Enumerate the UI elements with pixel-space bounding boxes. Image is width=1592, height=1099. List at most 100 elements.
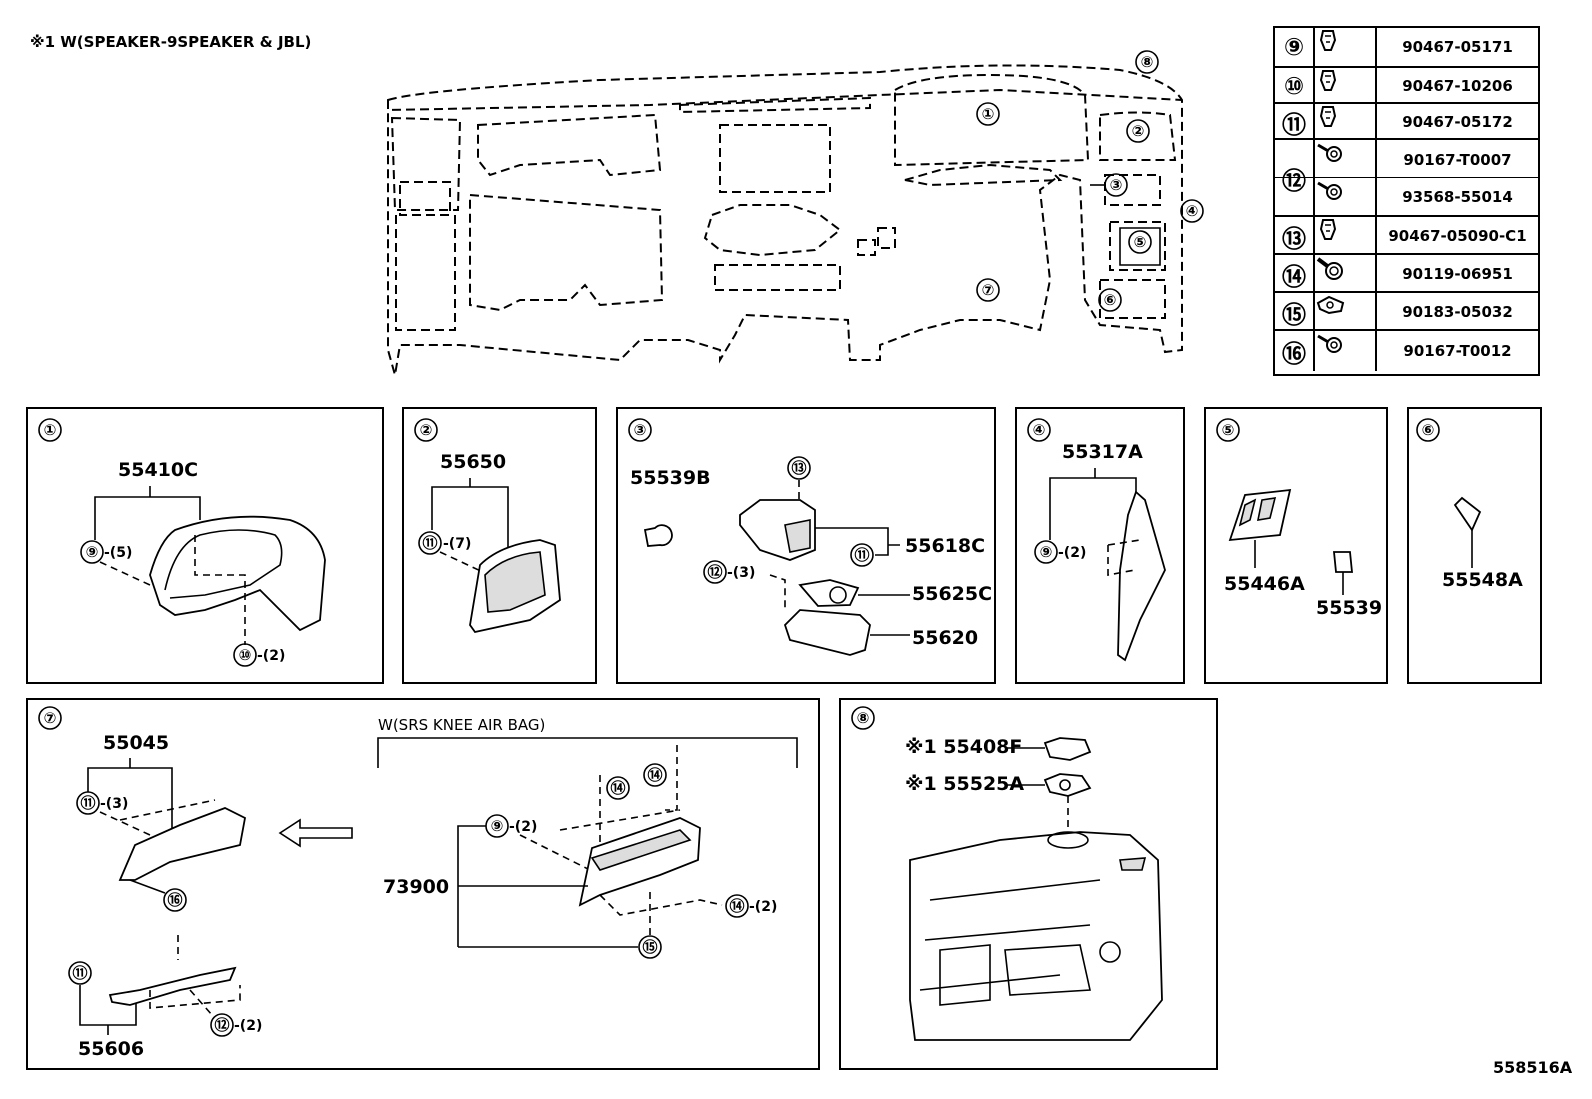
part-55410C: 55410C [118,459,198,481]
fastener-table: ⑨ 90467-05171 ⑩ 90467-10206 ⑪ 90467-0517… [1273,26,1540,376]
svg-text:-(2): -(2) [509,819,537,835]
fastener-part-number: 90183-05032 [1402,303,1513,321]
svg-text:W(SRS KNEE AIR BAG): W(SRS KNEE AIR BAG) [378,716,545,734]
fastener-row: ⑮ 90183-05032 [1275,291,1538,331]
svg-text:⑨: ⑨ [491,817,504,835]
svg-text:⑭: ⑭ [729,897,744,915]
callout-1: ① [976,102,1000,126]
panel-7-lower-panel: ⑦ 55045 ⑪ -(3) ⑯ ⑪ 55606 ⑫ -(2) W(SRS KN… [26,698,820,1070]
panel-6-cover: ⑥ 55548A [1407,407,1542,684]
fastener-ref: ⑭ [1275,255,1315,293]
svg-text:⑥: ⑥ [1422,421,1435,439]
screw-icon [1315,140,1377,179]
svg-text:⑨: ⑨ [86,543,99,561]
fastener-part-number: 90167-T0012 [1403,342,1512,360]
svg-text:⑯: ⑯ [167,891,182,909]
clip-icon [1315,28,1377,66]
header-note: ※1 W(SPEAKER-9SPEAKER & JBL) [30,33,312,51]
callout-2: ② [1126,119,1150,143]
svg-text:55618C: 55618C [905,535,985,557]
svg-text:⑭: ⑭ [647,766,662,784]
svg-text:③: ③ [1110,176,1123,194]
svg-text:⑤: ⑤ [1222,421,1235,439]
fastener-part-number: 93568-55014 [1402,188,1513,206]
fastener-row: ⑬ 90467-05090-C1 [1275,215,1538,255]
fastener-ref: ⑩ [1275,68,1315,104]
svg-text:55539: 55539 [1316,597,1382,619]
svg-text:55045: 55045 [103,732,169,754]
screw-icon [1315,178,1377,216]
svg-text:④: ④ [1033,421,1046,439]
callout-7: ⑦ [976,278,1000,302]
fastener-ref: ⑪ [1275,104,1315,140]
svg-text:55539B: 55539B [630,467,711,489]
svg-text:⑪: ⑪ [72,964,87,982]
svg-text:-(3): -(3) [100,796,128,812]
clip-icon [1315,104,1377,140]
svg-text:55625C: 55625C [912,583,992,605]
clip-icon [1315,68,1377,104]
svg-text:⑨: ⑨ [1040,543,1053,561]
callout-8: ⑧ [1135,50,1159,74]
svg-text:73900: 73900 [383,876,449,898]
svg-text:55548A: 55548A [1442,569,1523,591]
svg-text:③: ③ [634,421,647,439]
svg-text:②: ② [1132,122,1145,140]
svg-text:⑫: ⑫ [707,563,722,581]
svg-text:②: ② [420,421,433,439]
svg-text:※1 55525A: ※1 55525A [905,773,1024,795]
overview-callouts: ① ② ③ ④ ⑤ ⑥ ⑦ ⑧ [976,50,1204,312]
callout-6: ⑥ [1098,288,1122,312]
svg-text:⑦: ⑦ [44,709,57,727]
svg-text:⑬: ⑬ [791,459,806,477]
svg-text:⑤: ⑤ [1134,233,1147,251]
fastener-row: ⑭ 90119-06951 [1275,253,1538,293]
panel-2-side-register: ② 55650 ⑪ -(7) [402,407,597,684]
panel-8-speaker: ⑧ ※1 55408F ※1 55525A [839,698,1218,1070]
fastener-row: 93568-55014 [1275,177,1538,216]
fastener-row: ⑫ 90167-T0007 [1275,138,1538,217]
svg-text:55606: 55606 [78,1038,144,1060]
clip-icon [1315,217,1377,255]
svg-text:⑥: ⑥ [1104,291,1117,309]
fastener-row: ⑪ 90467-05172 [1275,102,1538,140]
svg-text:⑪: ⑪ [80,794,95,812]
fastener-part-number: 90167-T0007 [1403,150,1512,169]
svg-text:⑧: ⑧ [1141,53,1154,71]
panel-3-center-cluster: ③ 55539B ⑬ ⑪ 55618C ⑫ -(3) 55625C 55620 [616,407,996,684]
svg-text:55446A: 55446A [1224,573,1305,595]
fastener-ref: ⑨ [1275,28,1315,66]
fastener-row: ⑯ 90167-T0012 [1275,329,1538,371]
svg-text:-(5): -(5) [104,545,132,561]
fastener-part-number: 90467-05090-C1 [1388,227,1527,245]
svg-text:55650: 55650 [440,451,506,473]
svg-text:④: ④ [1186,202,1199,220]
svg-text:①: ① [44,421,57,439]
svg-text:⑮: ⑮ [642,938,657,956]
fastener-ref: ⑮ [1275,293,1315,331]
svg-text:-(2): -(2) [257,648,285,664]
fastener-ref: ⑬ [1275,217,1315,255]
nut-icon [1315,293,1377,331]
fastener-part-number: 90467-05171 [1402,38,1513,56]
bolt-icon [1315,255,1377,293]
screw-icon [1315,331,1377,371]
svg-text:⑪: ⑪ [422,534,437,552]
svg-text:55620: 55620 [912,627,978,649]
svg-text:-(2): -(2) [749,899,777,915]
fastener-part-number: 90467-05172 [1402,113,1513,131]
fastener-row: ⑩ 90467-10206 [1275,66,1538,104]
svg-text:-(2): -(2) [1058,545,1086,561]
fastener-part-number: 90119-06951 [1402,265,1513,283]
panel-1-meter-hood: ① 55410C ⑨ -(5) ⑩ -(2) [26,407,384,684]
dashboard-overview [387,64,1183,376]
callout-3: ③ [1104,173,1128,197]
svg-text:⑫: ⑫ [214,1016,229,1034]
panel-4-side-panel: ④ 55317A ⑨ -(2) [1015,407,1185,684]
fastener-part-number: 90467-10206 [1402,77,1513,95]
svg-text:⑩: ⑩ [239,646,252,664]
svg-text:-(3): -(3) [727,565,755,581]
panel-5-switch-panel: ⑤ 55446A 55539 [1204,407,1388,684]
svg-text:①: ① [982,105,995,123]
